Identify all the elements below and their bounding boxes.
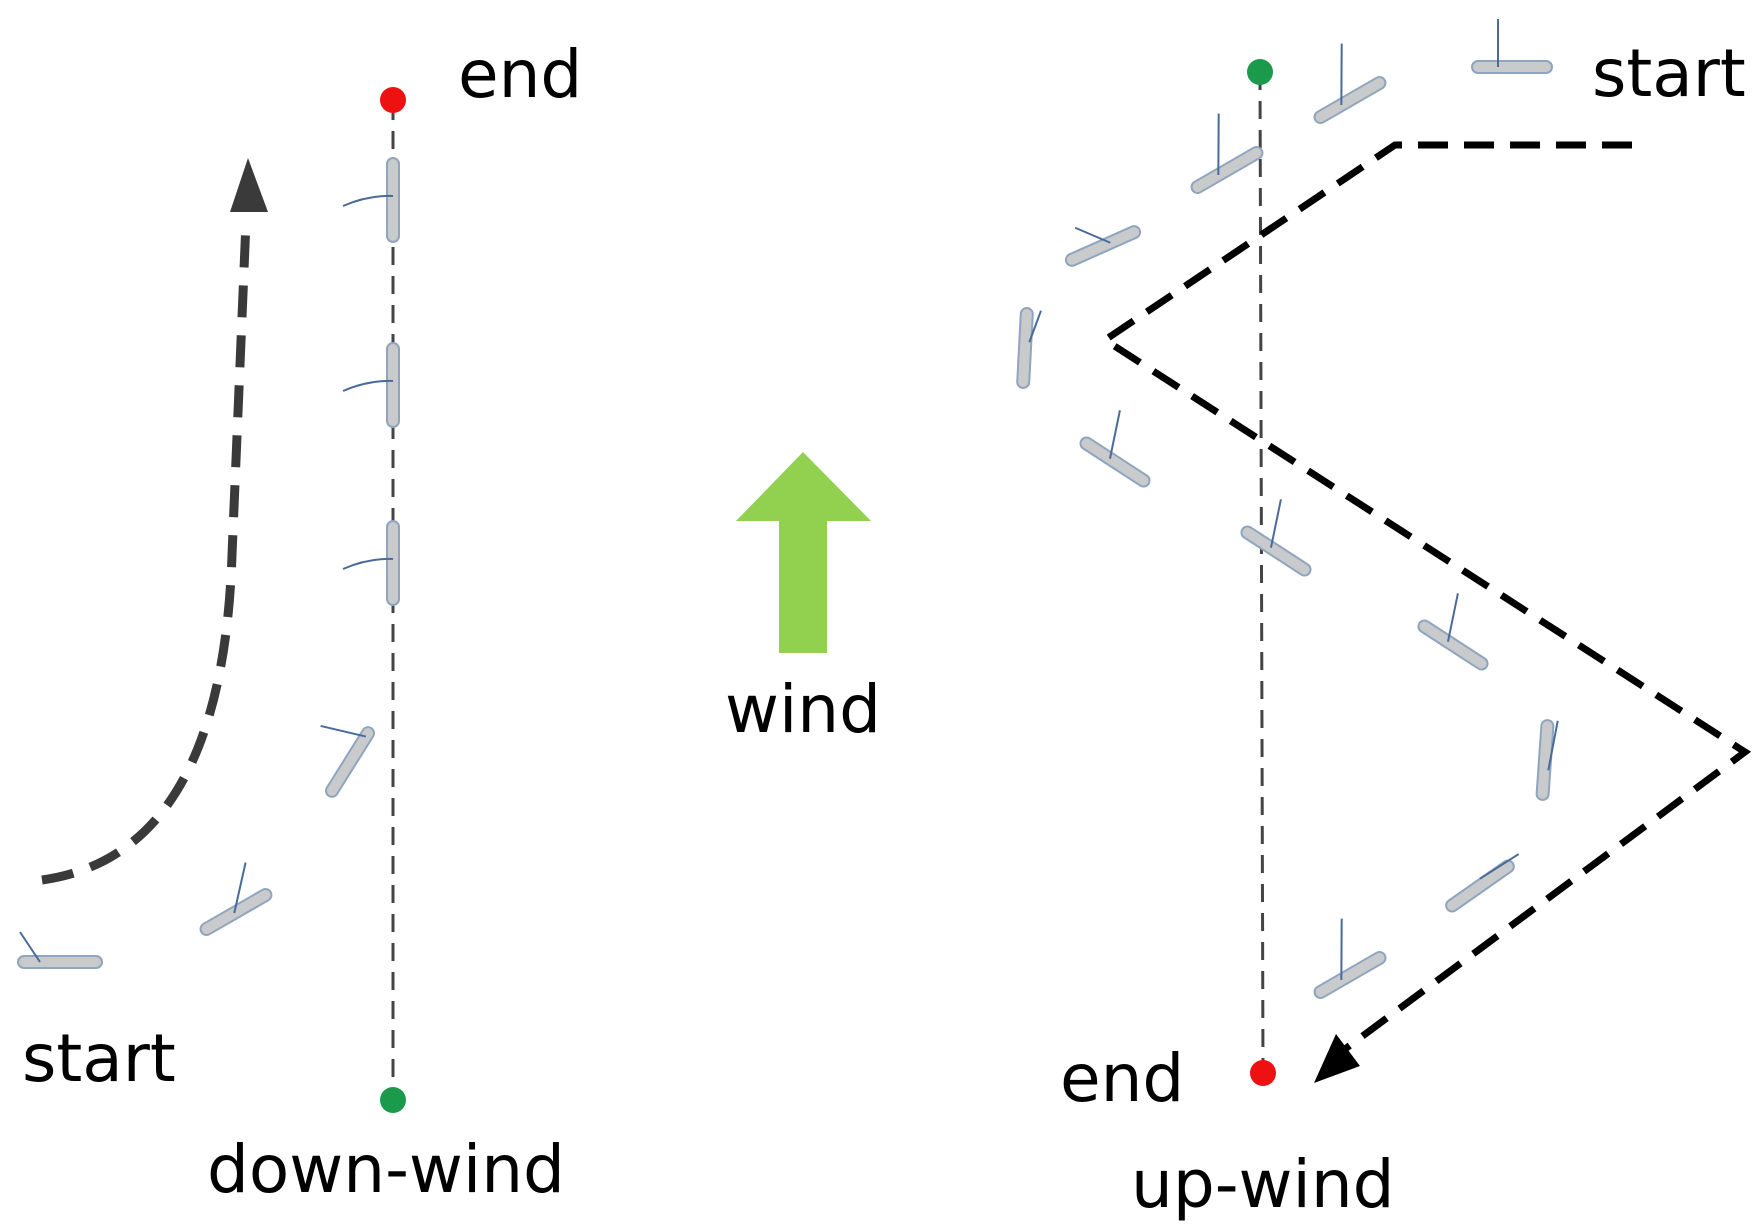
downwind-panel: end start down-wind [17,36,582,1208]
upwind-course-line [1258,71,1265,1071]
downwind-caption: down-wind [207,1131,565,1208]
boat-icon [1471,19,1553,74]
downwind-end-label: end [458,36,582,113]
boat-icon [1445,853,1520,913]
boat-icon [342,342,400,428]
wind-label: wind [725,671,881,748]
downwind-path-arrowhead [230,158,268,212]
downwind-start-dot [380,1087,406,1113]
boat-icon [1313,918,1387,999]
boat-icon [1535,719,1559,801]
upwind-caption: up-wind [1131,1146,1395,1223]
boat-icon [342,157,400,243]
downwind-path-arrow [41,221,251,885]
boat-icon [320,724,376,798]
boat-icon [1313,43,1387,124]
upwind-start-dot [1247,59,1273,85]
wind-arrow-icon [736,452,871,653]
upwind-start-label: start [1592,35,1746,112]
upwind-path-arrow [1098,141,1752,1061]
upwind-end-label: end [1060,1040,1184,1117]
boat-icon [199,862,273,936]
upwind-path-arrowhead [1314,1034,1360,1083]
boat-icon [342,520,400,606]
boat-icon [1064,225,1142,267]
boat-icon [1417,593,1489,671]
boat-icon [1190,113,1264,194]
boat-icon [1079,410,1151,488]
downwind-start-label: start [22,1020,176,1097]
upwind-end-dot [1250,1060,1276,1086]
boat-icon [1240,499,1312,577]
boat-icon [17,931,103,969]
wind-indicator: wind [725,452,881,748]
boat-icon [1016,307,1042,389]
upwind-panel: start end up-wind [1016,19,1752,1223]
downwind-end-dot [380,87,406,113]
